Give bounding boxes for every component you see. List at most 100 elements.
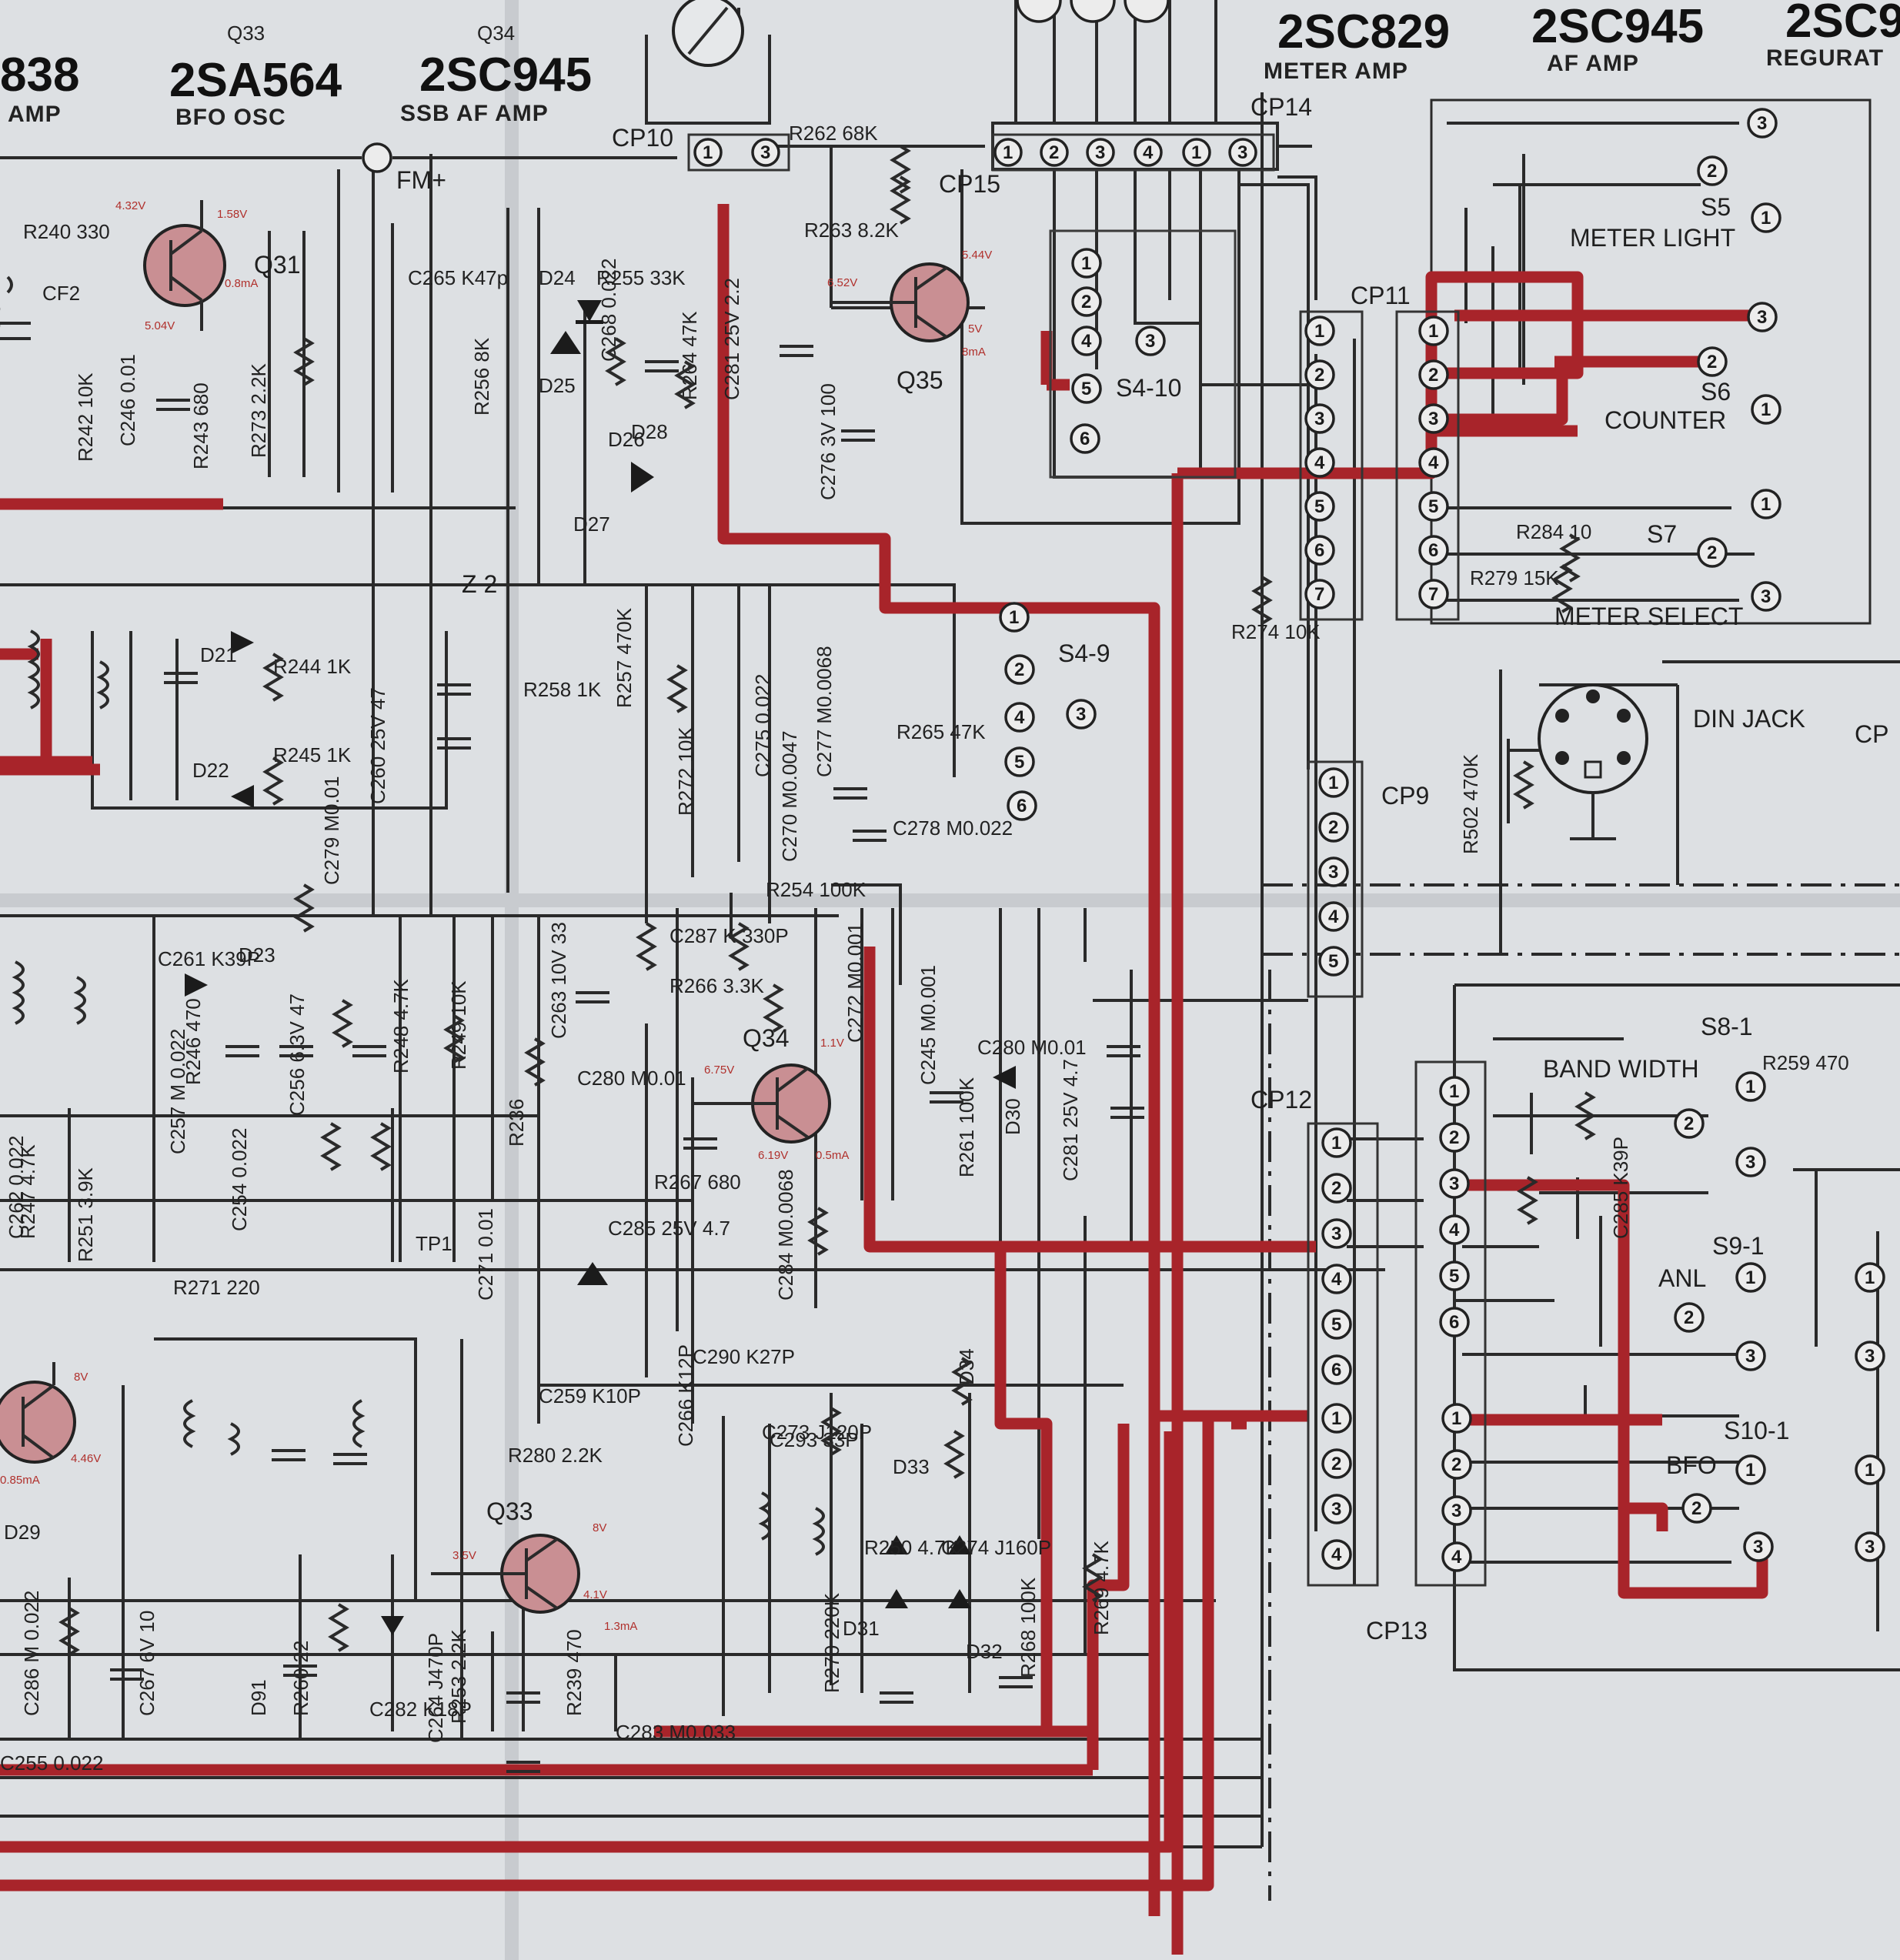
component-label: R268 100K	[1017, 1577, 1040, 1678]
current-label: 0.85mA	[0, 1474, 40, 1487]
capacitor-symbol	[437, 683, 471, 696]
capacitor-symbol	[283, 1664, 317, 1677]
capacitor-symbol	[999, 1676, 1033, 1688]
component-label: R502 470K	[1459, 753, 1482, 854]
connector-pin	[1304, 579, 1335, 609]
resistor-symbol	[328, 1603, 349, 1652]
resistor-symbol	[951, 1357, 973, 1406]
voltage-label: 8V	[74, 1371, 88, 1384]
header-part: 2SC94	[1785, 0, 1900, 48]
capacitor-symbol	[880, 1691, 913, 1704]
pin-number: 1	[1331, 1133, 1341, 1154]
component-label: C246 0.01	[116, 354, 139, 446]
current-label: 0.5mA	[816, 1149, 849, 1162]
connector-pin	[1697, 155, 1728, 186]
connector-pin	[1418, 579, 1449, 609]
pin-number: 3	[1449, 1174, 1459, 1194]
pin-number: 3	[1328, 862, 1338, 883]
component-label: R246 470	[182, 998, 205, 1085]
header-part: 2SC945	[419, 48, 592, 102]
connector-pin	[1439, 1168, 1470, 1199]
fm-label: FM+	[396, 166, 446, 194]
connector-pin	[1304, 316, 1335, 346]
connector-pin	[1439, 1076, 1470, 1107]
transistor-ref: Q34	[743, 1024, 789, 1052]
din-jack: DIN JACK CP	[1507, 683, 1888, 840]
connector-pin	[1439, 1214, 1470, 1245]
component-label: R241 3.3K	[0, 289, 5, 385]
pin-number: 7	[1314, 584, 1324, 605]
connector-pin	[1321, 1173, 1352, 1204]
resistor-symbol	[890, 145, 911, 194]
connector-label: CP10	[612, 124, 673, 152]
resistor-symbol	[262, 653, 284, 702]
din-label: DIN JACK	[1693, 705, 1805, 733]
pin-number: 1	[1745, 1267, 1755, 1288]
diodes	[185, 300, 1016, 1635]
pin-number: 2	[1451, 1454, 1461, 1475]
pin-number: 4	[1328, 907, 1339, 927]
svg-text:3: 3	[1095, 142, 1105, 163]
component-label: R266 3.3K	[670, 974, 765, 997]
voltage-label: 6.19V	[758, 1149, 788, 1162]
component-label: C271 0.01	[474, 1208, 497, 1301]
resistor-symbol	[890, 175, 911, 225]
switch-ref: S9-1	[1712, 1232, 1765, 1260]
component-label: C257 M 0.022	[166, 1029, 189, 1154]
pin-number: 3	[1757, 307, 1767, 328]
connector-pin	[1321, 1264, 1352, 1294]
capacitor-symbol	[437, 737, 471, 750]
component-label: C277 M0.0068	[813, 646, 836, 777]
voltage-label: 3.5V	[452, 1549, 476, 1562]
connector-pin	[1439, 1260, 1470, 1291]
capacitor-symbol	[853, 830, 887, 842]
pin-number: 2	[1328, 817, 1338, 838]
pin-number: 7	[1428, 584, 1438, 605]
resistor-symbol	[370, 1122, 392, 1171]
component-label: R253 2.2K	[447, 1628, 470, 1724]
pin-number: 4	[1331, 1544, 1342, 1565]
connector-pin	[1681, 1493, 1712, 1524]
pin-number: 6	[1428, 540, 1438, 561]
capacitor-symbol	[506, 1691, 540, 1704]
pin-number: 3	[1865, 1537, 1875, 1558]
svg-text:6: 6	[1080, 429, 1090, 449]
pin-number: 2	[1331, 1178, 1341, 1199]
connector-pin	[1735, 1454, 1766, 1485]
connector-pin	[1441, 1541, 1472, 1572]
pin-number: 3	[1753, 1537, 1763, 1558]
connector-pin	[1321, 1494, 1352, 1524]
resistor-symbol	[320, 1122, 342, 1171]
component-label: D24	[539, 266, 576, 289]
transistor-ref: Q35	[897, 366, 943, 394]
connector-pin	[1747, 108, 1778, 139]
pin-number: 1	[1761, 208, 1771, 229]
pin-number: 5	[1314, 496, 1324, 517]
test-point-label: TP1	[416, 1232, 452, 1255]
component-label: CF2	[42, 282, 80, 305]
svg-text:2: 2	[1049, 142, 1059, 163]
component-label: R243 680	[189, 382, 212, 469]
pin-number: 3	[1745, 1346, 1755, 1367]
component-label: R274 10K	[1231, 620, 1321, 643]
capacitor-symbol	[1110, 1107, 1144, 1119]
capacitor-symbol	[156, 399, 190, 411]
resistor-symbol	[1251, 576, 1273, 625]
connector-label: CP14	[1251, 93, 1312, 121]
voltage-label: 1.1V	[820, 1037, 844, 1050]
component-label: R236	[505, 1099, 528, 1147]
connector-pin	[1751, 489, 1781, 519]
connector-pin	[1855, 1341, 1885, 1371]
header-part: 838	[0, 48, 79, 102]
component-label: R271 220	[173, 1276, 260, 1299]
connector-pin	[1321, 1403, 1352, 1434]
capacitor-symbol	[833, 787, 867, 800]
connector-pin	[1855, 1262, 1885, 1293]
resistor-symbol	[332, 999, 353, 1048]
component-label: C284 M0.0068	[774, 1169, 797, 1301]
component-label: R272 10K	[674, 726, 697, 816]
svg-text:1: 1	[703, 142, 713, 163]
power-traces	[0, 204, 1768, 1955]
diode-symbol	[381, 1616, 404, 1635]
